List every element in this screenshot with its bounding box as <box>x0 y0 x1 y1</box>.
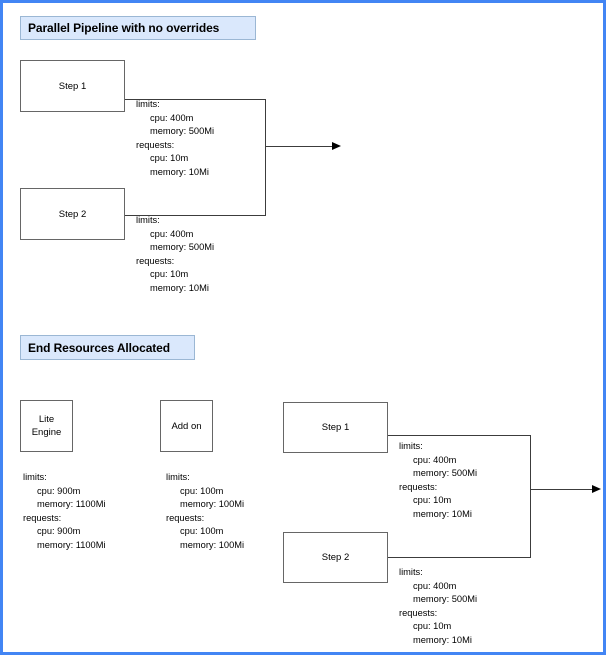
connector-merge-vertical-bottom <box>530 435 531 558</box>
requests-label: requests: <box>166 512 205 523</box>
limits-memory: memory: 500Mi <box>413 468 478 479</box>
requests-label: requests: <box>136 255 175 266</box>
limits-label: limits: <box>136 215 160 225</box>
connector-output-line-bottom <box>530 489 594 490</box>
limits-cpu: cpu: 400m <box>150 112 194 123</box>
arrow-head-icon <box>592 485 601 493</box>
node-label: Step 2 <box>58 208 87 220</box>
requests-memory: memory: 1100Mi <box>37 539 106 550</box>
node-label-line2: Engine <box>31 427 62 438</box>
limits-label: limits: <box>399 441 423 451</box>
node-label: Step 1 <box>58 80 87 92</box>
requests-label: requests: <box>399 481 438 492</box>
node-label: Add on <box>171 420 202 432</box>
requests-memory: memory: 10Mi <box>413 634 472 645</box>
requests-cpu: cpu: 10m <box>150 153 189 164</box>
resources-step-2-top: limits: cpu: 400m memory: 500Mi requests… <box>136 214 214 296</box>
node-label: Step 1 <box>321 422 350 433</box>
node-step-1-top[interactable]: Step 1 <box>20 60 125 112</box>
requests-memory: memory: 10Mi <box>150 282 209 293</box>
node-step-1-bottom[interactable]: Step 1 <box>283 402 388 453</box>
requests-memory: memory: 100Mi <box>180 539 245 550</box>
limits-cpu: cpu: 400m <box>150 228 194 239</box>
arrow-head-icon <box>332 142 341 150</box>
limits-cpu: cpu: 900m <box>37 485 81 496</box>
node-add-on[interactable]: Add on <box>160 400 213 452</box>
limits-label: limits: <box>23 472 47 482</box>
limits-memory: memory: 500Mi <box>150 242 215 253</box>
section-header-parallel-pipeline: Parallel Pipeline with no overrides <box>20 16 256 40</box>
requests-cpu: cpu: 10m <box>413 621 452 632</box>
node-step-2-top[interactable]: Step 2 <box>20 188 125 240</box>
limits-label: limits: <box>399 567 423 577</box>
node-step-2-bottom[interactable]: Step 2 <box>283 532 388 583</box>
resources-step-1-top: limits: cpu: 400m memory: 500Mi requests… <box>136 98 214 180</box>
connector-output-line-top <box>265 146 333 147</box>
requests-cpu: cpu: 10m <box>150 269 189 280</box>
connector-step2-horizontal-top <box>125 215 265 216</box>
requests-memory: memory: 10Mi <box>150 166 209 177</box>
connector-step1-horizontal-bottom <box>388 435 530 436</box>
requests-cpu: cpu: 900m <box>37 526 81 537</box>
requests-label: requests: <box>23 512 62 523</box>
limits-cpu: cpu: 100m <box>180 485 224 496</box>
limits-memory: memory: 500Mi <box>413 594 478 605</box>
section-header-end-resources: End Resources Allocated <box>20 335 195 360</box>
node-label-line1: Lite <box>38 414 55 425</box>
connector-merge-vertical-top <box>265 99 266 216</box>
limits-label: limits: <box>166 472 190 482</box>
requests-cpu: cpu: 100m <box>180 526 224 537</box>
connector-step1-horizontal-top <box>125 99 265 100</box>
resources-lite-engine: limits: cpu: 900m memory: 1100Mi request… <box>23 471 106 553</box>
requests-label: requests: <box>136 139 175 150</box>
connector-step2-horizontal-bottom <box>388 557 530 558</box>
requests-label: requests: <box>399 607 438 618</box>
resources-step-1-bottom: limits: cpu: 400m memory: 500Mi requests… <box>399 440 477 522</box>
limits-memory: memory: 100Mi <box>180 499 245 510</box>
limits-cpu: cpu: 400m <box>413 580 457 591</box>
resources-step-2-bottom: limits: cpu: 400m memory: 500Mi requests… <box>399 566 477 648</box>
resources-add-on: limits: cpu: 100m memory: 100Mi requests… <box>166 471 244 553</box>
limits-memory: memory: 1100Mi <box>37 499 106 510</box>
node-lite-engine[interactable]: Lite Engine <box>20 400 73 452</box>
node-label: Step 2 <box>321 552 350 563</box>
requests-memory: memory: 10Mi <box>413 508 472 519</box>
limits-label: limits: <box>136 99 160 109</box>
requests-cpu: cpu: 10m <box>413 495 452 506</box>
limits-memory: memory: 500Mi <box>150 126 215 137</box>
limits-cpu: cpu: 400m <box>413 454 457 465</box>
